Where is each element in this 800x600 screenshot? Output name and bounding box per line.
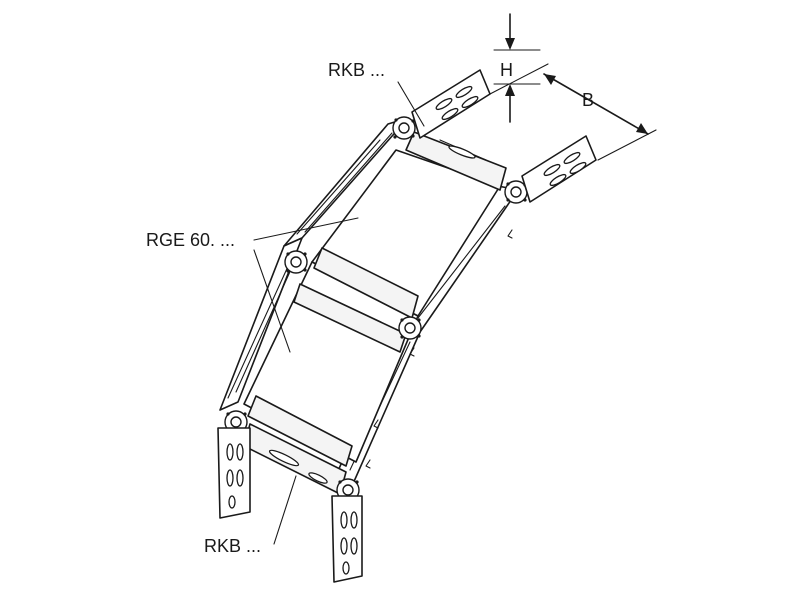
connector-plate-bottom-left <box>217 427 251 519</box>
leader-rkb-bottom <box>273 475 297 545</box>
connector-plate-top-right <box>521 135 597 203</box>
label-width: B <box>582 90 594 110</box>
hinge-top-right <box>504 180 528 204</box>
connector-plate-bottom-right <box>331 495 363 583</box>
ladder-bend <box>219 116 528 502</box>
hinge-middle-left <box>284 250 308 274</box>
connector-plate-top-left <box>411 69 491 139</box>
label-rkb-top: RKB ... <box>328 60 385 80</box>
leader-rge-upper <box>253 217 359 241</box>
label-rge: RGE 60. ... <box>146 230 235 250</box>
rung-lower-middle <box>293 283 407 353</box>
height-dimension <box>493 13 541 123</box>
label-rkb-bottom: RKB ... <box>204 536 261 556</box>
leader-rkb-top <box>397 81 425 127</box>
label-height: H <box>500 60 513 80</box>
leader-rge-lower <box>253 249 291 353</box>
hinge-middle-right <box>398 316 422 340</box>
width-dimension <box>489 63 657 161</box>
rung-lower <box>247 395 353 467</box>
hinge-top-left <box>392 116 416 140</box>
